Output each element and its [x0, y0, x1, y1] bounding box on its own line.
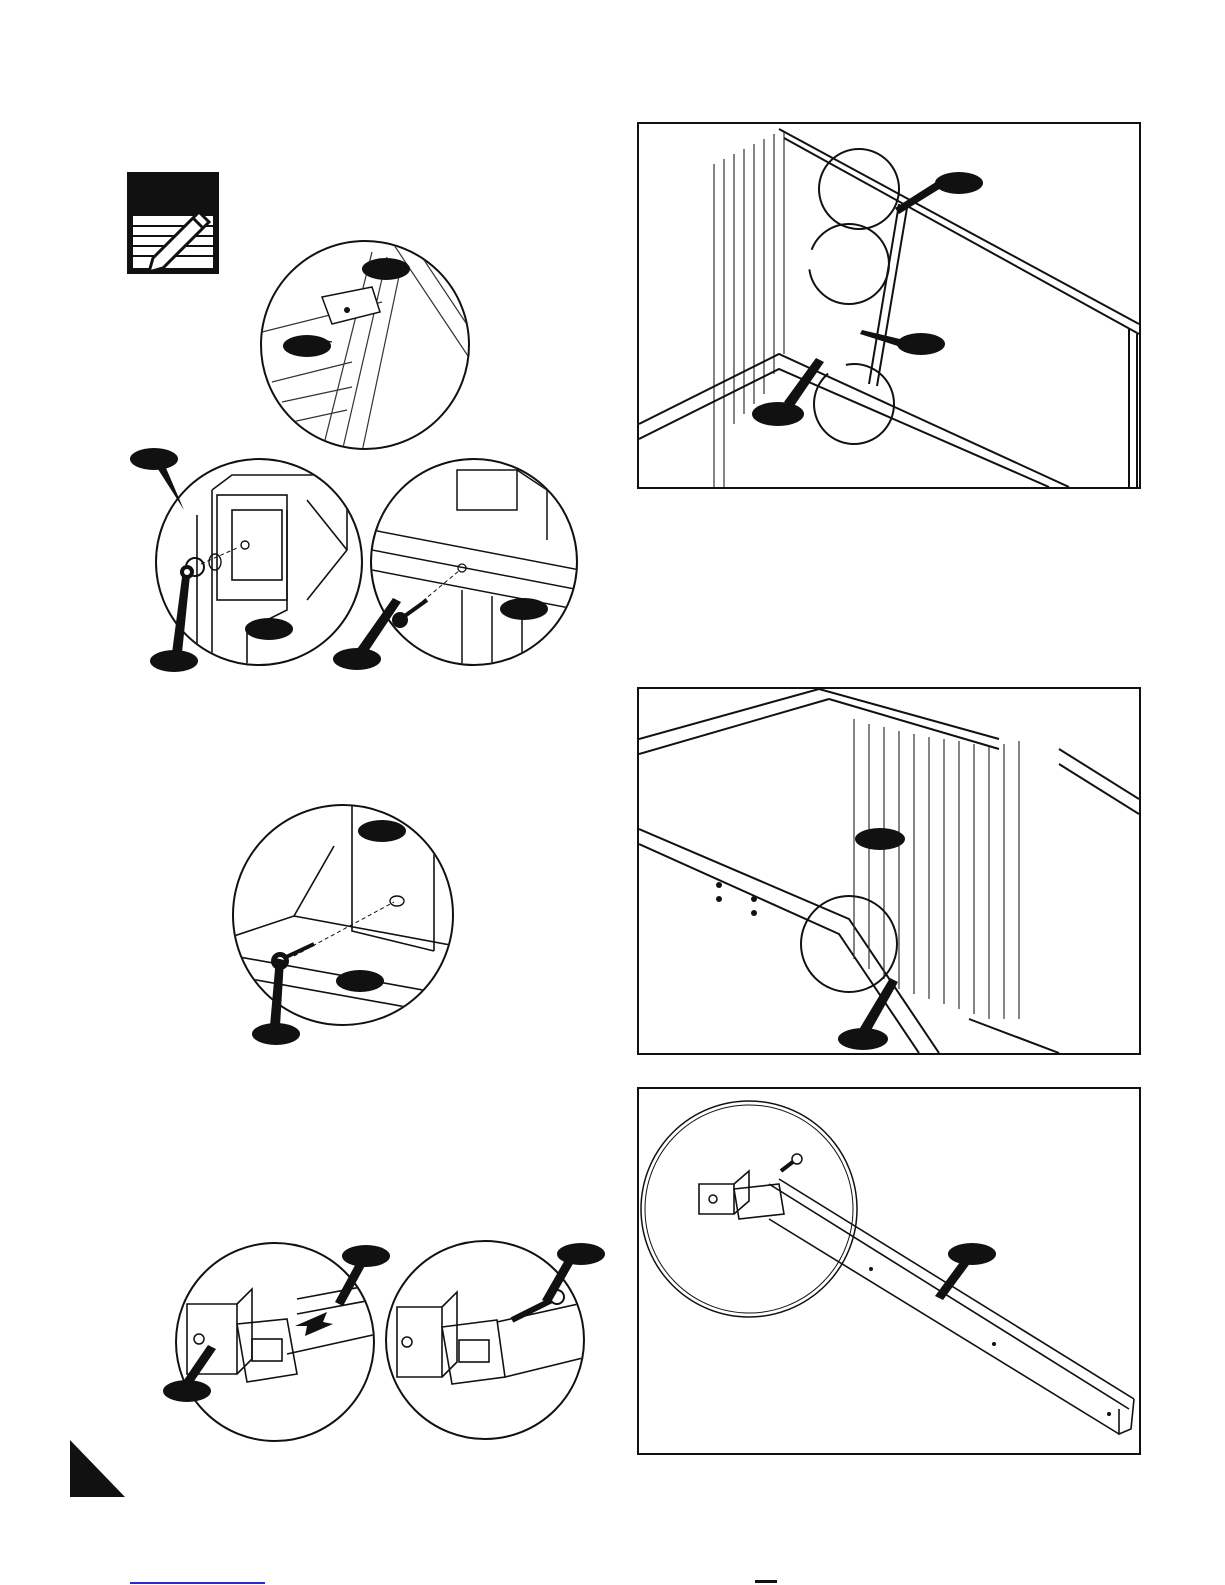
bottom-mark	[755, 1580, 777, 1583]
callout-leader	[860, 330, 910, 360]
callout-note-top	[362, 258, 410, 280]
callout-slot-top	[358, 820, 406, 842]
callout-leader	[540, 1258, 580, 1308]
pencil-note-icon	[127, 172, 219, 274]
callout-leader	[860, 978, 900, 1034]
callout-leader	[150, 466, 190, 516]
callout-leader	[180, 1345, 220, 1390]
callout-leader	[160, 575, 200, 655]
callout-leader	[345, 598, 405, 658]
callout-note-left	[283, 335, 331, 357]
callout-leader	[262, 958, 292, 1028]
callout-leader	[335, 1258, 375, 1308]
callout-leader	[935, 1258, 975, 1303]
callout-leader	[780, 358, 830, 408]
panel-top-frame	[637, 122, 1141, 489]
callout-leader	[895, 178, 945, 218]
panel-rail-part	[637, 1087, 1141, 1455]
callout-panel2-top	[855, 828, 905, 850]
callout-bracket-right	[245, 618, 293, 640]
bottom-link-underline	[130, 1582, 265, 1584]
callout-slot-mid	[336, 970, 384, 992]
callout-rail-right	[500, 598, 548, 620]
page-corner-triangle	[70, 1440, 125, 1497]
